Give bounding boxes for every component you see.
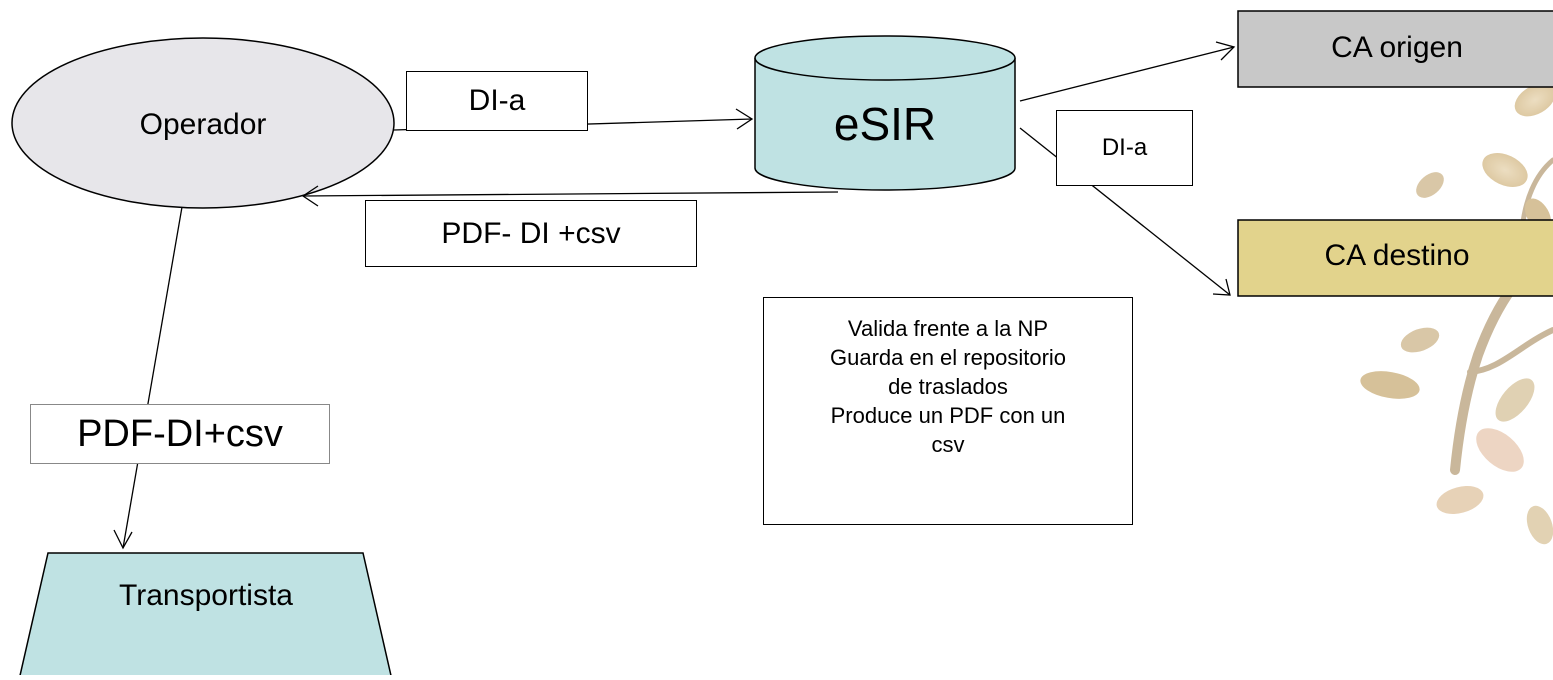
ca-destino-label: CA destino: [1324, 239, 1469, 272]
label-di-a-esir-ca-text: DI-a: [1101, 134, 1148, 161]
note-line: Produce un PDF con un: [830, 403, 1066, 428]
operador-ellipse: [11, 37, 395, 209]
esir-label: eSIR: [834, 98, 936, 150]
connectors: [113, 41, 1236, 550]
label-di-a-esir-ca: DI-a: [1056, 110, 1193, 186]
transportista-trapezoid: [18, 552, 393, 680]
note-line: Guarda en el repositorio: [829, 345, 1067, 370]
arrowhead-transportista-in: [113, 529, 133, 550]
ca-origen-label: CA origen: [1331, 31, 1463, 64]
ca-destino-box: [1237, 219, 1553, 297]
label-pdf-di-csv-transport: PDF-DI+csv: [30, 404, 330, 464]
label-pdf-di-csv-return: PDF- DI +csv: [365, 200, 697, 267]
label-di-a-operador-esir: DI-a: [406, 71, 588, 131]
process-note-box: Valida frente a la NP Guarda en el repos…: [763, 297, 1133, 525]
transportista-label: Transportista: [119, 579, 293, 612]
note-line: Valida frente a la NP: [847, 316, 1049, 341]
arrowhead-ca-destino-in: [1212, 278, 1231, 296]
label-pdf-di-csv-transport-text: PDF-DI+csv: [77, 412, 283, 455]
note-line: de traslados: [888, 374, 1008, 399]
arrowhead-operador-in: [301, 185, 319, 207]
label-pdf-di-csv-return-text: PDF- DI +csv: [441, 216, 621, 250]
arrowhead-ca-origen-in: [1215, 41, 1236, 61]
operador-label: Operador: [140, 108, 267, 141]
decorative-tree-graphic: [1360, 83, 1553, 545]
arrowhead-esir-in: [735, 108, 754, 130]
arrow-operador-to-transportista: [122, 206, 183, 549]
arrow-esir-to-ca-destino: [1019, 127, 1231, 296]
arrow-esir-to-ca-origen: [1019, 46, 1235, 102]
note-line: csv: [931, 432, 965, 457]
ca-origen-box: [1237, 10, 1553, 88]
arrow-esir-to-operador: [302, 191, 839, 197]
label-di-a-operador-esir-text: DI-a: [468, 84, 526, 117]
esir-database-cylinder: [754, 35, 1016, 191]
